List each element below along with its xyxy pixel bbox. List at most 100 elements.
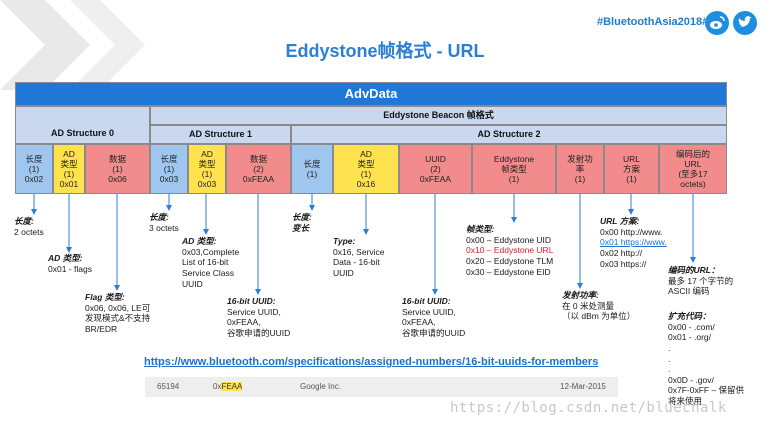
note-line: 0x00 http://www. [600, 226, 663, 237]
note-line: Data - 16-bit [333, 257, 380, 268]
note-line-highlight: 0x10 – Eddystone URL [466, 245, 554, 256]
note-title: 扩充代码： [668, 311, 711, 321]
note-line: . [668, 342, 671, 353]
field-length-2: 长度(1) [291, 144, 333, 194]
ad-structure-2-header: AD Structure 2 [291, 125, 727, 144]
chevron-decoration [0, 0, 145, 90]
note-title: Flag 类型: [85, 292, 125, 302]
field-text: 帧类型 [501, 163, 527, 174]
field-tx-power: 发射功率(1) [556, 144, 604, 194]
note-line: 2 octets [14, 226, 44, 237]
note-length-1: 长度: 3 octets [149, 212, 179, 233]
field-text: (1) [508, 174, 520, 184]
field-text: (1) [112, 163, 123, 174]
note-line-link[interactable]: 0x01 https://www. [600, 237, 667, 248]
field-text: 方案 [622, 163, 640, 174]
note-flag-type: Flag 类型: 0x06, 0x06, LE可 发现模式&不支持 BR/EDR [85, 292, 150, 335]
field-text: Eddystone [493, 153, 535, 164]
field-text: (至多17 [678, 169, 708, 179]
note-line: 0x0D - .gov/ [668, 374, 714, 385]
field-text: (1) [28, 163, 40, 174]
row-date: 12-Mar-2015 [560, 382, 606, 391]
field-text: AD [63, 148, 75, 159]
field-text: 率 [575, 163, 585, 174]
field-text: (1) [306, 169, 318, 179]
field-length-0: 长度(1)0x02 [15, 144, 53, 194]
note-frame-type: 帧类型: 0x00 – Eddystone UID 0x10 – Eddysto… [466, 224, 553, 277]
field-text: 0xFEAA [419, 174, 452, 184]
note-line: 0x01 - .org/ [668, 332, 711, 343]
note-title: AD 类型: [48, 253, 83, 263]
note-line: 0x00 – Eddystone UID [466, 234, 552, 245]
note-line: UUID [333, 267, 354, 278]
note-line: Service UUID, [402, 306, 456, 317]
note-line: 最多 17 个字节的 [668, 275, 734, 286]
field-text: 数据 [108, 153, 126, 164]
note-length-2: 长度: 变长 [292, 212, 312, 233]
note-title: 16-bit UUID: [402, 296, 451, 306]
field-text: URL [622, 153, 640, 164]
note-url-scheme: URL 方案: 0x00 http://www. 0x01 https://ww… [600, 216, 667, 269]
note-extension-codes: 扩充代码： 0x00 - .com/ 0x01 - .org/ . . . 0x… [668, 311, 744, 407]
twitter-icon[interactable] [733, 11, 757, 35]
note-line: BR/EDR [85, 323, 118, 334]
event-hashtag: #BluetoothAsia2018# [597, 16, 709, 28]
field-text: 长度 [160, 153, 178, 164]
note-line: 谷歌申请的UUID [402, 327, 466, 338]
field-text: (1) [201, 169, 213, 179]
field-text: 类型 [198, 158, 216, 169]
field-text: AD [201, 148, 213, 159]
field-text: 数据 [249, 153, 267, 164]
note-line: 将来使用 [668, 396, 703, 406]
field-text: (2) [430, 163, 441, 174]
note-line: 0x30 – Eddystone EID [466, 266, 551, 277]
ad-structure-0-header: AD Structure 0 [15, 106, 150, 144]
note-line: 0x7F-0xFF – 保留供 [668, 385, 745, 396]
field-uuid-2: UUID(2)0xFEAA [399, 144, 472, 194]
uuid-spec-link[interactable]: https://www.bluetooth.com/specifications… [144, 356, 599, 368]
note-line: 0x06, 0x06, LE可 [85, 302, 151, 313]
field-text: AD [360, 148, 372, 159]
ad-structure-1-header: AD Structure 1 [150, 125, 291, 144]
note-line: 0x03 https:// [600, 258, 647, 269]
note-line: . [668, 353, 671, 364]
page-title: Eddystone帧格式 - URL [285, 41, 485, 61]
field-text: 长度 [303, 158, 321, 169]
note-title: AD 类型: [182, 236, 217, 246]
note-line: UUID [182, 278, 203, 289]
note-line: 0x01 - flags [48, 263, 92, 274]
watermark: https://blog.csdn.net/bluechalk [450, 400, 727, 416]
field-length-1: 长度(1)0x03 [150, 144, 188, 194]
field-text: (1) [163, 163, 175, 174]
note-line: List of 16-bit [182, 257, 229, 268]
note-line: 3 octets [149, 222, 179, 233]
note-line: 0xFEAA, [402, 317, 436, 328]
note-title: 长度: [292, 212, 312, 222]
note-line: Service Class [182, 267, 234, 278]
field-data-0: 数据(1)0x06 [85, 144, 150, 194]
row-uuid-prefix: 0x [213, 382, 222, 391]
row-uuid-highlight: FEAA [221, 382, 243, 391]
note-line: 发现模式&不支持 [85, 313, 151, 324]
note-adtype-0: AD 类型: 0x01 - flags [48, 253, 92, 274]
note-line: 0x03,Complete [182, 246, 240, 257]
field-text: (2) [253, 163, 264, 174]
field-text: (1) [574, 174, 586, 184]
note-title: 帧类型: [466, 224, 495, 234]
field-text: 0x02 [24, 174, 44, 184]
field-text: UUID [425, 153, 446, 164]
note-line: 0x16, Service [333, 246, 385, 257]
note-title: 编码的URL： [668, 265, 720, 275]
field-text: (1) [63, 169, 75, 179]
weibo-icon[interactable] [705, 11, 729, 35]
note-line: 0x02 http:// [600, 247, 643, 258]
note-uuid-2: 16-bit UUID: Service UUID, 0xFEAA, 谷歌申请的… [402, 296, 465, 339]
field-text: 发射功 [567, 153, 593, 164]
field-text: (1) [360, 169, 372, 179]
note-tx-power: 发射功率: 在 0 米处测量 （以 dBm 为单位） [562, 290, 635, 322]
note-adtype-1: AD 类型: 0x03,Complete List of 16-bit Serv… [182, 236, 239, 289]
